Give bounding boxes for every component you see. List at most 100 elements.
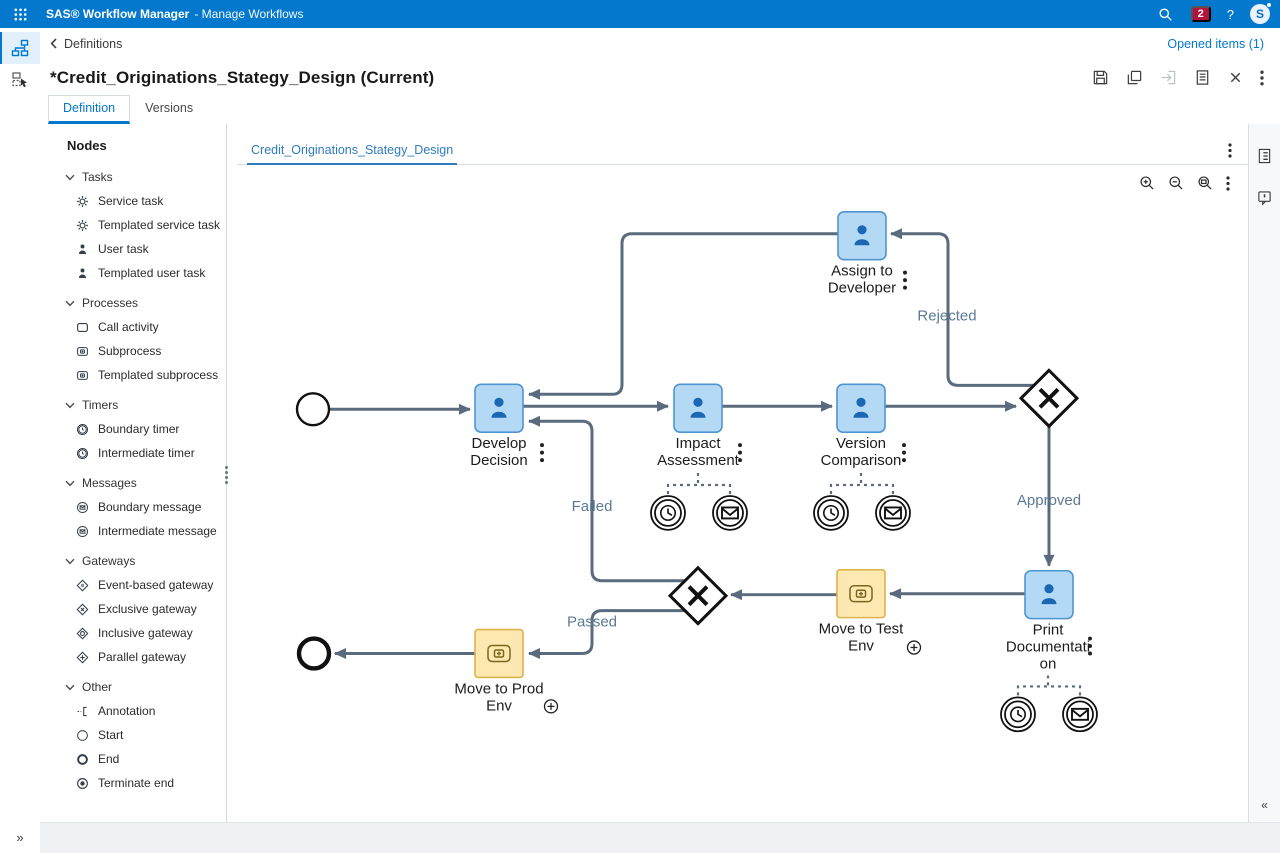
rail-item-templates[interactable] (0, 64, 40, 96)
end-event[interactable] (296, 636, 332, 671)
rounded-rect-icon (76, 321, 89, 334)
node-item-event-based-gateway[interactable]: Event-based gateway (40, 573, 226, 597)
help-icon[interactable]: ? (1226, 6, 1234, 22)
node-section-processes[interactable]: Processes (40, 291, 226, 315)
boundary-timer-event[interactable] (1000, 696, 1036, 733)
section-label: Other (82, 680, 113, 694)
rail-item-workflows[interactable] (0, 32, 40, 64)
save-icon[interactable] (1090, 67, 1111, 88)
more-vertical-icon[interactable] (1224, 174, 1232, 193)
zoom-out-icon[interactable] (1166, 173, 1186, 193)
boundary-timer-event[interactable] (813, 495, 849, 531)
node-section-other[interactable]: Other (40, 675, 226, 699)
node-item-terminate-end[interactable]: Terminate end (40, 771, 226, 795)
node-section-messages[interactable]: Messages (40, 471, 226, 495)
notifications-badge[interactable]: 2 (1190, 6, 1211, 22)
canvas-tab-definition[interactable]: Credit_Originations_Stategy_Design (247, 140, 458, 165)
item-label: Boundary message (98, 500, 202, 514)
subprocess-node-move-to-test[interactable] (836, 568, 886, 619)
validation-bubble-icon[interactable] (1255, 188, 1274, 208)
copy-icon[interactable] (1124, 67, 1145, 88)
message-circle-icon (76, 501, 89, 514)
more-vertical-icon[interactable] (1226, 141, 1234, 160)
subprocess-node-move-to-prod[interactable] (474, 628, 524, 679)
gear-icon (76, 219, 89, 232)
task-node-print-documentation[interactable] (1024, 569, 1074, 620)
node-menu-icon[interactable] (1088, 636, 1092, 656)
expand-subprocess-icon[interactable] (906, 640, 922, 655)
collapse-left-icon[interactable]: « (1261, 798, 1268, 812)
user-icon (853, 397, 869, 418)
boundary-message-event[interactable] (712, 495, 748, 531)
node-item-templated-user-task[interactable]: Templated user task (40, 261, 226, 285)
search-icon[interactable] (1156, 5, 1175, 24)
back-to-definitions-link[interactable]: Definitions (50, 37, 122, 51)
boundary-message-event[interactable] (1062, 696, 1098, 733)
task-node-assign-developer[interactable] (837, 211, 887, 261)
item-label: Annotation (98, 704, 156, 718)
chevron-left-icon (50, 38, 57, 49)
boundary-timer-event[interactable] (650, 495, 686, 531)
item-label: Templated subprocess (98, 368, 219, 382)
item-label: Terminate end (98, 776, 175, 790)
node-item-intermediate-timer[interactable]: Intermediate timer (40, 441, 226, 465)
expand-subprocess-icon[interactable] (543, 699, 559, 714)
exclusive-gateway-icon (1038, 387, 1060, 409)
node-item-end[interactable]: End (40, 747, 226, 771)
canvas-tabbar: Credit_Originations_Stategy_Design (237, 139, 1248, 165)
node-menu-icon[interactable] (738, 443, 742, 463)
node-item-user-task[interactable]: User task (40, 237, 226, 261)
exclusive-gateway-bottom[interactable] (667, 565, 729, 626)
task-node-version-comparison[interactable] (836, 383, 886, 433)
start-event[interactable] (295, 392, 331, 427)
user-icon (690, 397, 706, 418)
node-item-inclusive-gateway[interactable]: Inclusive gateway (40, 621, 226, 645)
node-menu-icon[interactable] (540, 443, 544, 463)
node-section-gateways[interactable]: Gateways (40, 549, 226, 573)
exclusive-gateway-top[interactable] (1018, 368, 1080, 429)
clock-icon (823, 504, 839, 521)
node-item-service-task[interactable]: Service task (40, 189, 226, 213)
properties-list-icon[interactable] (1255, 146, 1274, 166)
boundary-message-event[interactable] (875, 495, 911, 531)
right-panel-strip: « (1248, 124, 1280, 822)
node-item-start[interactable]: Start (40, 723, 226, 747)
workflow-canvas[interactable]: Assign to Developer (237, 165, 1248, 822)
node-item-call-activity[interactable]: Call activity (40, 315, 226, 339)
edge-rejected (890, 228, 1034, 387)
apps-grid-icon[interactable] (8, 3, 32, 25)
chevron-down-icon (65, 402, 75, 408)
node-item-templated-service-task[interactable]: Templated service task (40, 213, 226, 237)
zoom-fit-icon[interactable] (1195, 173, 1215, 193)
activate-icon[interactable] (1158, 67, 1179, 88)
section-label: Tasks (82, 170, 113, 184)
properties-doc-icon[interactable] (1192, 67, 1213, 88)
tab-definition[interactable]: Definition (48, 95, 131, 124)
task-node-develop-decision[interactable] (474, 383, 524, 433)
node-section-tasks[interactable]: Tasks (40, 165, 226, 189)
node-item-templated-subprocess[interactable]: Templated subprocess (40, 363, 226, 387)
node-item-boundary-timer[interactable]: Boundary timer (40, 417, 226, 441)
node-label: Env (848, 638, 874, 655)
zoom-in-icon[interactable] (1137, 173, 1157, 193)
node-item-annotation[interactable]: Annotation (40, 699, 226, 723)
node-menu-icon[interactable] (903, 270, 907, 290)
opened-items-link[interactable]: Opened items (1) (1167, 36, 1264, 51)
exclusive-gateway-icon (687, 585, 709, 607)
clock-icon (76, 447, 89, 460)
panel-resize-handle[interactable] (223, 466, 230, 486)
tab-versions[interactable]: Versions (130, 95, 208, 124)
node-item-parallel-gateway[interactable]: Parallel gateway (40, 645, 226, 669)
node-item-exclusive-gateway[interactable]: Exclusive gateway (40, 597, 226, 621)
avatar[interactable]: S (1250, 2, 1272, 24)
node-menu-icon[interactable] (902, 443, 906, 463)
expand-rail-button[interactable]: » (16, 830, 24, 845)
close-icon[interactable] (1226, 68, 1245, 87)
node-section-timers[interactable]: Timers (40, 393, 226, 417)
section-label: Gateways (82, 554, 136, 568)
node-item-boundary-message[interactable]: Boundary message (40, 495, 226, 519)
more-vertical-icon[interactable] (1258, 68, 1266, 88)
task-node-impact-assessment[interactable] (673, 383, 723, 433)
node-item-subprocess[interactable]: Subprocess (40, 339, 226, 363)
node-item-intermediate-message[interactable]: Intermediate message (40, 519, 226, 543)
